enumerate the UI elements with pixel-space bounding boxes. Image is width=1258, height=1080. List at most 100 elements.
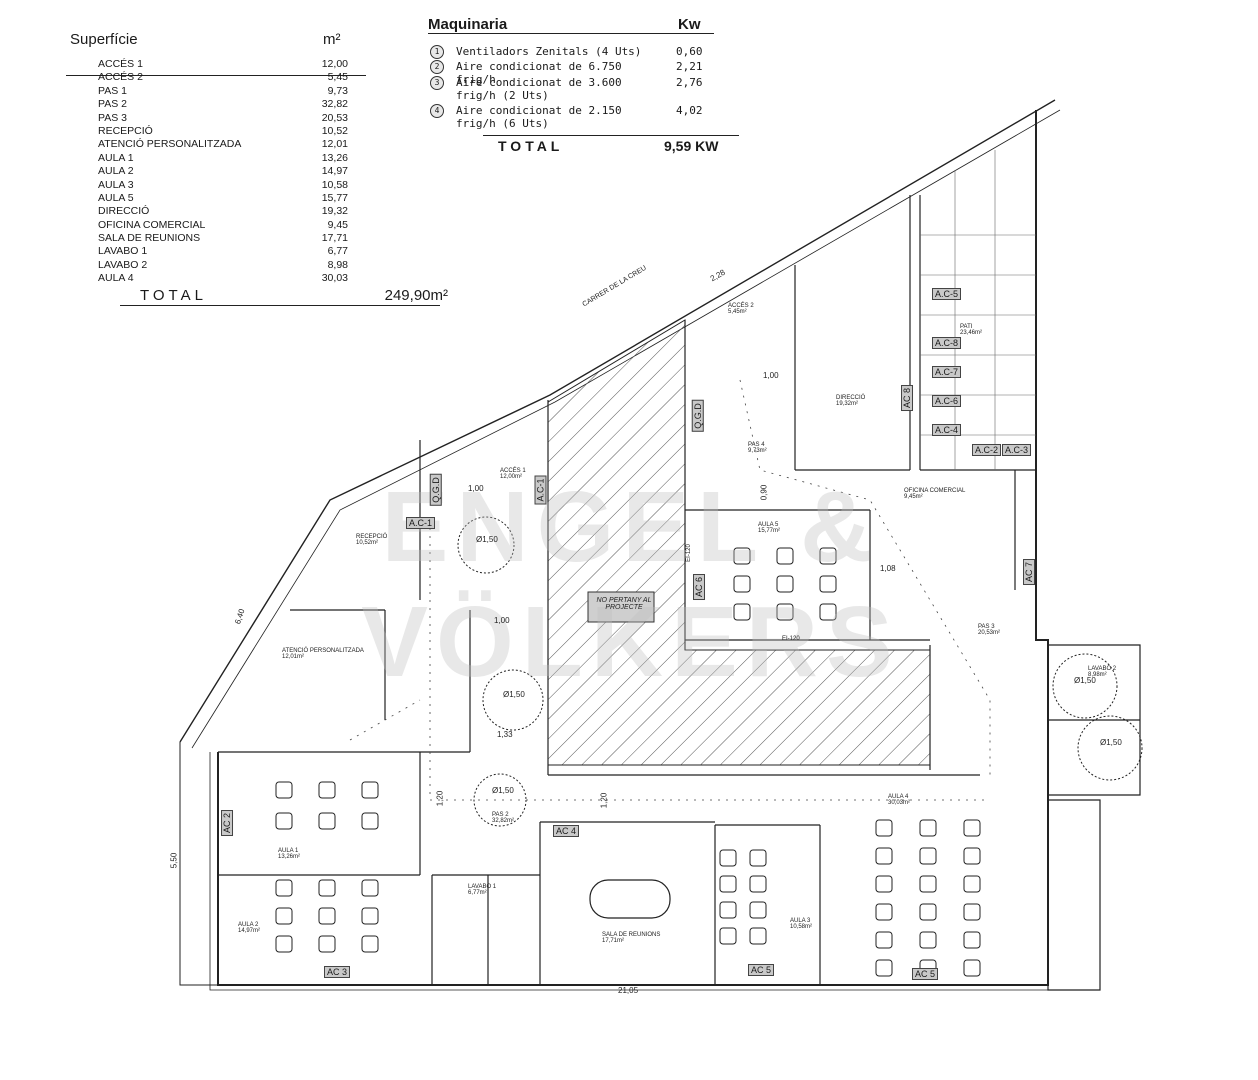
item-number-badge: 4 xyxy=(430,104,444,118)
ac-6-unit: A.C-6 xyxy=(932,395,962,407)
superficie-row-value: 17,71 xyxy=(321,232,348,245)
chair xyxy=(963,819,981,837)
superficie-row-value: 12,01 xyxy=(321,138,348,151)
chair xyxy=(275,879,293,897)
superficie-unit: m² xyxy=(323,31,341,48)
chair xyxy=(318,935,336,953)
non-project-label-box xyxy=(587,591,655,623)
chair xyxy=(875,819,893,837)
superficie-row-value: 14,97 xyxy=(321,165,348,178)
qgd-panel-1: Q.G.D xyxy=(429,474,442,506)
chair xyxy=(819,575,837,593)
chair xyxy=(361,935,379,953)
superficie-row-name: ACCÉS 2 xyxy=(98,71,143,84)
chair xyxy=(776,603,794,621)
ac-8-unit: A.C-8 xyxy=(932,337,962,349)
ac-5-unit-aula4: AC 5 xyxy=(912,968,939,980)
item-number-badge: 1 xyxy=(430,45,444,59)
superficie-row-value: 19,32 xyxy=(321,205,348,218)
item-kw: 2,76 xyxy=(676,76,703,89)
dim-100a: 1,00 xyxy=(763,371,779,380)
item-number-badge: 3 xyxy=(430,76,444,90)
chair xyxy=(919,819,937,837)
room-pati: PATI 23,46m² xyxy=(960,324,983,336)
superficie-row-value: 12,00 xyxy=(321,58,348,70)
chair xyxy=(318,781,336,799)
chair xyxy=(776,547,794,565)
hatched-label: NO PERTANY AL PROJECTE xyxy=(596,597,652,611)
room-pas4: PAS 4 9,73m² xyxy=(748,442,767,454)
dim-090: 0,90 xyxy=(759,484,769,501)
superficie-row-value: 13,26 xyxy=(321,151,348,164)
room-recepcio: RECEPCIÓ 10,52m² xyxy=(356,534,388,546)
chair xyxy=(963,847,981,865)
dim-550: 5,50 xyxy=(169,852,179,869)
dim-100c: 1,00 xyxy=(494,616,510,625)
chair xyxy=(963,875,981,893)
chair xyxy=(361,907,379,925)
superficie-row-value: 10,58 xyxy=(321,178,348,191)
ac-5-unit-aula3: AC 5 xyxy=(748,964,775,976)
chair xyxy=(919,903,937,921)
ac-7-unit: A.C-7 xyxy=(932,366,962,378)
chair xyxy=(318,907,336,925)
ac-6-vertical: AC 6 xyxy=(693,573,706,601)
superficie-row-value: 6,77 xyxy=(327,245,348,258)
chair xyxy=(275,907,293,925)
chair xyxy=(275,781,293,799)
chair xyxy=(318,812,336,830)
superficie-row-name: AULA 3 xyxy=(98,178,134,191)
dim-120a: 1,20 xyxy=(435,790,445,807)
maquinaria-header: Maquinaria Kw xyxy=(428,14,748,36)
superficie-row-value: 30,03 xyxy=(321,272,348,285)
room-pas2: PAS 2 32,82m² xyxy=(492,812,515,824)
chair xyxy=(963,903,981,921)
chair xyxy=(749,927,767,945)
superficie-row-name: PAS 2 xyxy=(98,98,127,111)
maquinaria-total-label: TOTAL xyxy=(498,138,564,154)
ac-4-unit-sala: AC 4 xyxy=(553,825,580,837)
superficie-row-name: AULA 2 xyxy=(98,165,134,178)
maquinaria-title: Maquinaria xyxy=(428,16,508,33)
qgd-panel-2: Q.G.D xyxy=(691,400,704,432)
chair xyxy=(318,879,336,897)
maquinaria-total-value: 9,59 KW xyxy=(664,138,719,154)
chair xyxy=(749,875,767,893)
ac-2-vertical: AC 2 xyxy=(221,809,234,837)
meeting-table xyxy=(589,879,671,919)
room-lavabo2: LAVABO 2 8,98m² xyxy=(1088,666,1117,678)
chair xyxy=(361,879,379,897)
maquinaria-header-line xyxy=(428,33,714,34)
ac-8-vertical: AC 8 xyxy=(901,384,914,412)
chair xyxy=(275,935,293,953)
superficie-row-name: LAVABO 1 xyxy=(98,245,148,258)
room-acces2: ACCÉS 2 5,45m² xyxy=(728,303,754,315)
superficie-row-value: 9,45 xyxy=(327,218,348,231)
chair xyxy=(361,812,379,830)
dim-phi1: Ø1,50 xyxy=(476,535,498,544)
room-aula1: AULA 1 13,26m² xyxy=(278,848,301,860)
ac-3-unit-aula2: AC 3 xyxy=(324,966,351,978)
chair xyxy=(719,901,737,919)
room-pas3: PAS 3 20,53m² xyxy=(978,624,1001,636)
item-kw: 0,60 xyxy=(676,45,703,58)
item-kw: 4,02 xyxy=(676,104,703,117)
superficie-row: AULA 3 10,58 xyxy=(98,179,348,192)
superficie-row-name: ACCÉS 1 xyxy=(98,58,143,70)
chair xyxy=(361,781,379,799)
ac-3-unit: A.C-3 xyxy=(1002,444,1032,456)
chair xyxy=(776,575,794,593)
room-sala: SALA DE REUNIONS 17,71m² xyxy=(602,932,661,944)
chair xyxy=(733,547,751,565)
superficie-total-label: TOTAL xyxy=(140,287,207,304)
superficie-title: Superfície xyxy=(70,31,138,48)
superficie-total-value: 249,90m² xyxy=(384,287,448,304)
ac-4-unit: A.C-4 xyxy=(932,424,962,436)
